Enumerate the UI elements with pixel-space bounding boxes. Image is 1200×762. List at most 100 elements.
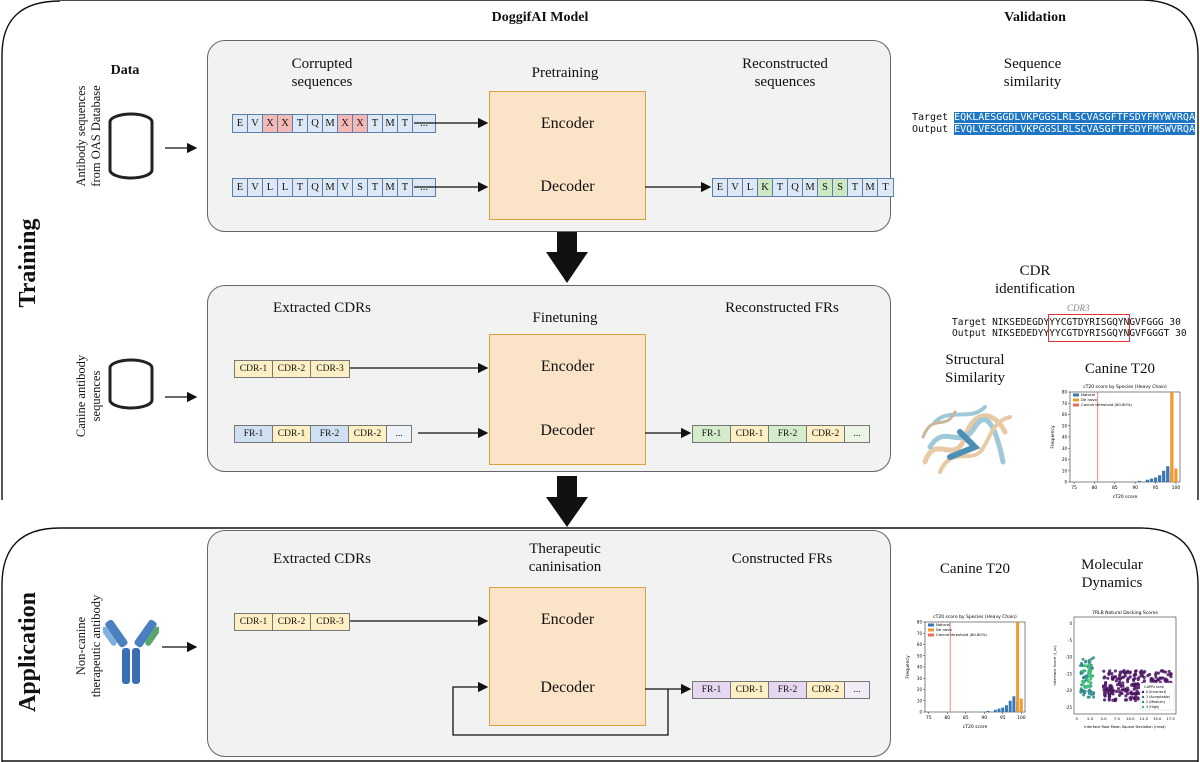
scatter-point — [1132, 687, 1136, 691]
region-segment: ... — [387, 426, 411, 442]
scatter-point — [1086, 684, 1090, 688]
ft-output-label: Reconstructed FRs — [725, 300, 839, 316]
x-tick-label: 90 — [1132, 485, 1138, 491]
protein-structure-image — [921, 405, 1012, 474]
x-tick-label: 85 — [1112, 485, 1118, 491]
region-segment: FR-2 — [311, 426, 349, 442]
struct-sim-label: Structural Similarity — [945, 352, 1005, 386]
natural-bar — [997, 708, 1001, 712]
scatter-point — [1129, 691, 1133, 695]
legend-label: 1 (Acceptable) — [1146, 695, 1170, 699]
scatter-point — [1151, 678, 1155, 682]
scatter-point — [1081, 689, 1085, 693]
residue-cell: E — [713, 179, 728, 196]
residue-cell: T — [293, 115, 308, 132]
cdr-output-label: Output — [952, 328, 987, 339]
target-sequence: EQKLAESGGDLVKPGGSLRLSCVASGFTFSDYFMYWVRQA — [954, 112, 1195, 123]
region-segment: CDR-2 — [273, 614, 311, 630]
scatter-point — [1117, 674, 1122, 678]
y-tick-label: 30 — [1062, 446, 1068, 451]
chart-background — [1048, 380, 1186, 502]
scatter-point — [1086, 695, 1090, 699]
seq-sim-label: Sequence similarity — [1003, 56, 1062, 90]
scatter-point — [1111, 677, 1115, 681]
x-tick-label: 75 — [1071, 485, 1077, 491]
residue-cell: T — [368, 115, 383, 132]
y-tick-label: 70 — [1062, 401, 1068, 406]
scatter-point — [1138, 670, 1142, 674]
y-tick-label: -10 — [1065, 655, 1072, 660]
cdr-target-num: 30 — [1169, 317, 1181, 328]
scatter-point — [1110, 689, 1115, 693]
legend-swatch — [928, 623, 934, 627]
scatter-point — [1081, 676, 1085, 680]
x-tick-label: 5.0 — [1101, 716, 1108, 721]
scatter-point — [1108, 669, 1112, 673]
natural-bar — [1012, 696, 1016, 712]
scatter-point — [1080, 683, 1084, 687]
scatter-point — [1113, 675, 1117, 679]
natural-bar — [1001, 707, 1005, 712]
residue-cell: X — [338, 115, 353, 132]
md-label: Molecular Dynamics — [1081, 557, 1143, 591]
scatter-point — [1103, 682, 1108, 686]
scatter-point — [1119, 684, 1123, 688]
scatter-point — [1154, 672, 1158, 677]
residue-cell: E — [233, 179, 248, 196]
scatter-point — [1083, 664, 1087, 668]
legend-swatch — [1073, 398, 1079, 402]
residue-cell: X — [263, 115, 278, 132]
legend-label: Canine threshold (80.80%) — [936, 632, 987, 637]
residue-cell: L — [263, 179, 278, 196]
legend-label: 3 (High) — [1146, 705, 1159, 709]
legend-swatch — [928, 628, 934, 632]
legend-label: De novo — [1081, 397, 1097, 402]
legend-title: CAPRI rank — [1144, 685, 1165, 689]
target-label: Target — [912, 112, 949, 123]
alignment-target: Target EQKLAESGGDLVKPGGSLRLSCVASGFTFSDYF… — [912, 112, 1195, 124]
natural-bar — [993, 709, 997, 712]
x-tick-label: 12.5 — [1140, 716, 1149, 721]
legend-swatch — [928, 633, 934, 637]
scatter-point — [1123, 671, 1127, 675]
residue-cell: M — [383, 179, 398, 196]
y-tick-label: 20 — [917, 687, 923, 692]
denovo-bar — [1019, 698, 1023, 712]
scatter-point — [1107, 694, 1111, 698]
y-tick-label: 80 — [917, 620, 923, 625]
residue-cell: L — [278, 179, 293, 196]
caninisation-task-label: Therapeutic caninisation — [528, 541, 602, 575]
scatter-point — [1102, 698, 1107, 702]
cdr-output-num: 30 — [1175, 328, 1187, 339]
y-tick-label: 70 — [917, 631, 923, 636]
legend-marker — [1141, 700, 1145, 704]
scatter-point — [1154, 675, 1158, 679]
x-axis-label: cT20 score — [963, 724, 988, 730]
chart-background — [903, 610, 1031, 732]
cdr-output-row: Output NIKSEDEDYYYYCGTDYRISGQYNGVFGGGT 3… — [952, 328, 1187, 340]
residue-cell: V — [728, 179, 743, 196]
chart-title: cT20 score by Species (Heavy Chain) — [933, 614, 1017, 620]
residue-cell: V — [248, 179, 263, 196]
x-tick-label: 100 — [1017, 715, 1026, 721]
denovo-bar — [1016, 622, 1020, 712]
natural-bar — [1005, 705, 1008, 712]
legend-marker — [1141, 690, 1145, 694]
scatter-point — [1128, 696, 1132, 700]
output-sequence: EVQLVESGGDLVKPGGSLRLSCVASGFTFSDYFMSWVRQA — [954, 124, 1195, 135]
scatter-point — [1136, 685, 1141, 689]
y-tick-label: 50 — [917, 653, 923, 658]
scatter-point — [1116, 687, 1121, 691]
residue-cell: M — [323, 179, 338, 196]
scatter-point — [1082, 693, 1086, 697]
scatter-point — [1087, 660, 1091, 664]
scatter-point — [1103, 693, 1107, 697]
scatter-point — [1082, 668, 1086, 672]
